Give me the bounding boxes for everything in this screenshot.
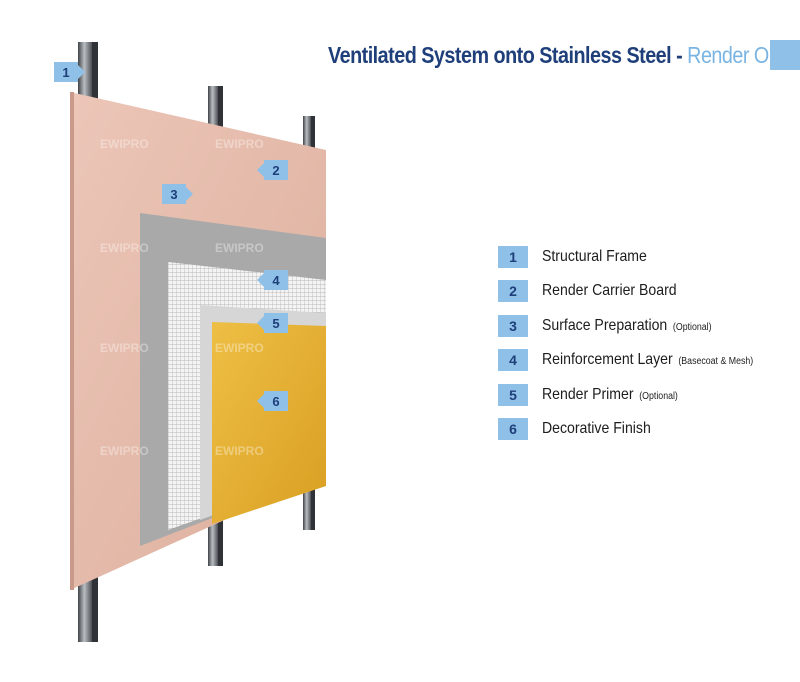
callout-3: 3	[162, 184, 193, 204]
legend-label: Reinforcement Layer (Basecoat & Mesh)	[542, 351, 754, 369]
legend-number: 4	[498, 349, 528, 372]
legend-label: Decorative Finish	[542, 419, 651, 437]
legend-number: 6	[498, 417, 528, 440]
legend-label: Structural Frame	[542, 248, 647, 265]
watermark-text: EWIPRO	[100, 137, 149, 151]
legend-item: 1 Structural Frame	[498, 246, 782, 280]
decorative-finish-layer	[212, 322, 326, 524]
watermark-text: EWIPRO	[215, 241, 264, 255]
legend-item: 5 Render Primer (Optional)	[498, 383, 782, 418]
legend-item: 3 Surface Preparation (Optional)	[498, 314, 782, 349]
watermark-text: EWIPRO	[100, 444, 149, 458]
callout-4: 4	[257, 270, 288, 290]
legend-label: Render Primer (Optional)	[542, 385, 678, 403]
callout-2: 2	[257, 160, 288, 180]
legend-label: Render Carrier Board	[542, 282, 677, 300]
watermark-text: EWIPRO	[100, 241, 149, 255]
watermark-text: EWIPRO	[100, 341, 149, 355]
callout-6: 6	[257, 391, 288, 411]
watermark-text: EWIPRO	[215, 137, 264, 151]
legend-item: 2 Render Carrier Board	[498, 280, 782, 314]
watermark-group: EWIPRO EWIPRO EWIPRO EWIPRO EWIPRO EWIPR…	[100, 137, 264, 458]
legend-number: 2	[498, 280, 528, 303]
legend-number: 5	[498, 383, 528, 406]
callout-5: 5	[257, 313, 288, 333]
legend-item: 6 Decorative Finish	[498, 417, 782, 452]
legend: 1 Structural Frame 2 Render Carrier Boar…	[498, 246, 782, 452]
legend-number: 3	[498, 314, 528, 337]
legend-label: Surface Preparation (Optional)	[542, 316, 712, 334]
watermark-text: EWIPRO	[215, 444, 264, 458]
legend-item: 4 Reinforcement Layer (Basecoat & Mesh)	[498, 349, 782, 383]
title-accent-swatch	[770, 40, 800, 70]
title-main: Ventilated System onto Stainless Steel -	[328, 42, 683, 68]
watermark-text: EWIPRO	[215, 341, 264, 355]
callout-1: 1	[54, 62, 85, 82]
legend-number: 1	[498, 246, 528, 268]
